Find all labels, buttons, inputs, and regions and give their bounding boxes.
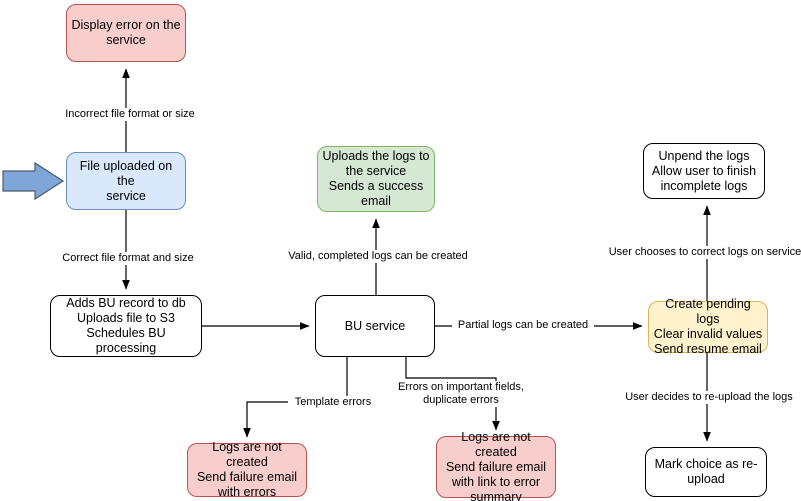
node-adds-bu-record[interactable]: Adds BU record to db Uploads file to S3 …	[50, 295, 202, 357]
edge-label-partial-logs: Partial logs can be created	[452, 319, 594, 332]
node-label: Create pending logs Clear invalid values…	[653, 297, 763, 356]
edge-label-user-reupload: User decides to re-upload the logs	[618, 391, 800, 404]
node-label: Unpend the logs Allow user to finish inc…	[651, 148, 757, 193]
node-unpend-logs[interactable]: Unpend the logs Allow user to finish inc…	[643, 143, 765, 199]
node-uploads-logs[interactable]: Uploads the logs to the service Sends a …	[317, 146, 435, 212]
edge-label-incorrect-format: Incorrect file format or size	[58, 108, 202, 121]
node-mark-choice[interactable]: Mark choice as re- upload	[645, 447, 767, 497]
node-label: File uploaded on the service	[79, 158, 173, 203]
edge-label-correct-format: Correct file format and size	[56, 252, 200, 265]
node-display-error[interactable]: Display error on the service	[66, 4, 186, 62]
node-bu-service[interactable]: BU service	[315, 295, 435, 357]
node-label: Logs are not created Send failure email …	[445, 429, 547, 501]
node-logs-not-created-template[interactable]: Logs are not created Send failure email …	[187, 440, 307, 499]
node-label: Logs are not created Send failure email …	[196, 440, 298, 499]
node-create-pending-logs[interactable]: Create pending logs Clear invalid values…	[648, 297, 768, 356]
start-arrow	[2, 161, 65, 201]
node-label: BU service	[344, 318, 406, 333]
node-label: Mark choice as re- upload	[654, 457, 758, 486]
edge-label-template-errors: Template errors	[288, 396, 378, 409]
node-file-uploaded[interactable]: File uploaded on the service	[66, 152, 186, 210]
edge-label-errors-important: Errors on important fields, duplicate er…	[390, 381, 532, 407]
node-label: Display error on the service	[71, 18, 181, 47]
node-logs-not-created-summary[interactable]: Logs are not created Send failure email …	[436, 430, 556, 501]
node-label: Adds BU record to db Uploads file to S3 …	[66, 296, 186, 355]
edge-label-user-corrects: User chooses to correct logs on service	[605, 246, 801, 259]
node-label: Uploads the logs to the service Sends a …	[322, 149, 430, 208]
edge-label-valid-completed: Valid, completed logs can be created	[283, 250, 473, 263]
